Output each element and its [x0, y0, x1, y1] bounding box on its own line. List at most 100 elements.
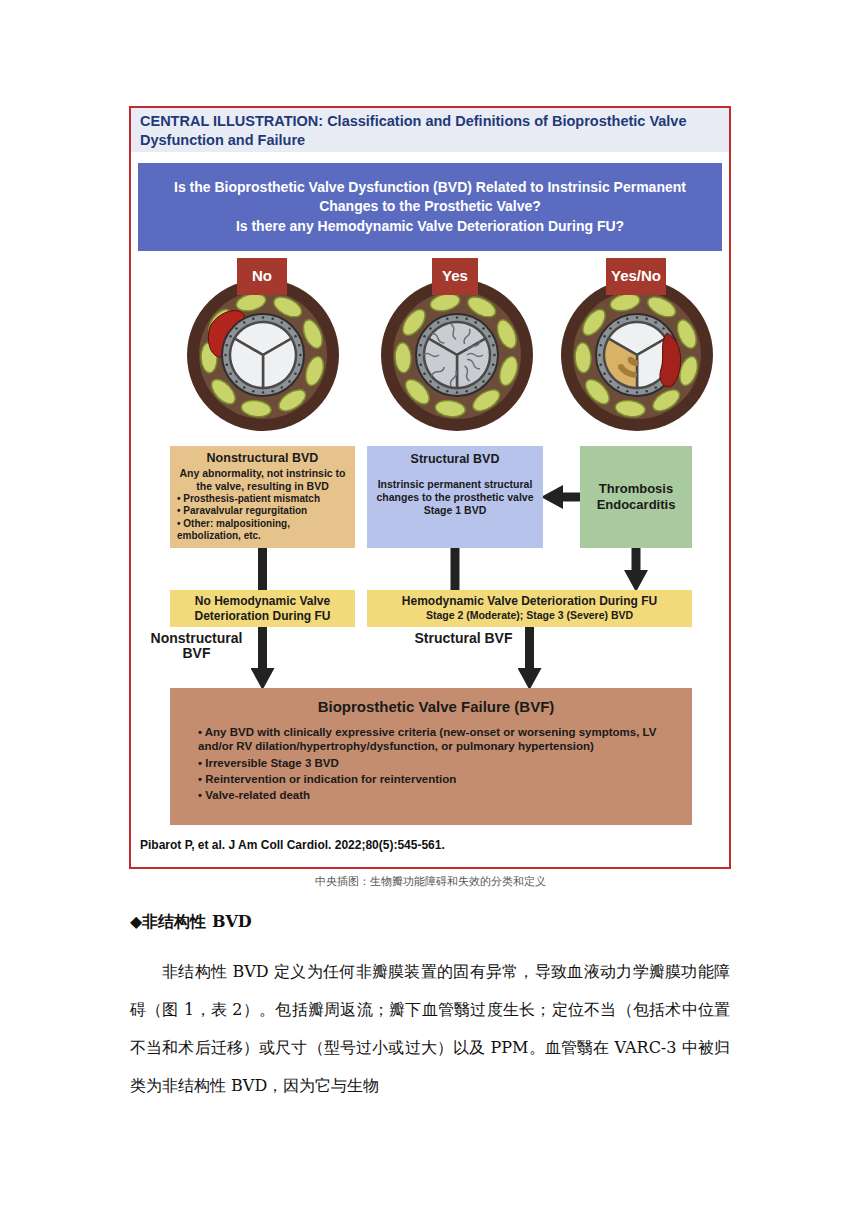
- flow-arrow: [258, 548, 267, 590]
- suture-dot: [645, 317, 648, 320]
- annulus-tissue: [561, 279, 713, 431]
- calcification: [450, 370, 458, 386]
- box-heading: Bioprosthetic Valve Failure (BVF): [198, 698, 674, 717]
- box-heading: Is the Bioprosthetic Valve Dysfunction (…: [154, 178, 706, 216]
- suture-dot: [252, 317, 255, 320]
- suture-dot: [599, 344, 602, 347]
- tissue-blob: [574, 342, 591, 373]
- suture-dot: [437, 386, 440, 389]
- box-text: • Irreversible Stage 3 BVD: [198, 756, 674, 770]
- thrombus: [660, 333, 681, 387]
- suture-dot: [603, 372, 606, 375]
- suture-dot: [224, 354, 227, 357]
- valve-drawing: [187, 279, 339, 431]
- tissue-blob: [614, 399, 646, 419]
- process-box: Nonstructural BVDAny abnormality, not in…: [170, 446, 355, 548]
- suture-dot: [609, 327, 612, 330]
- vegetation: [628, 357, 634, 363]
- suture-dot: [456, 391, 459, 394]
- tissue-blob: [240, 399, 272, 419]
- suture-dot: [299, 354, 302, 357]
- suture-dot: [235, 380, 238, 383]
- process-box: Structural BVDInstrinsic permanent struc…: [367, 446, 543, 548]
- suture-dot: [423, 335, 426, 338]
- tissue-blob: [497, 354, 521, 387]
- process-box: No Hemodynamic Valve Deterioration Durin…: [170, 590, 355, 627]
- calcification: [463, 328, 471, 344]
- suture-dot: [280, 386, 283, 389]
- calcification: [466, 340, 481, 352]
- suture-dot: [262, 391, 265, 394]
- edge-label: Nonstructural BVF: [145, 631, 249, 662]
- suture-dot: [617, 321, 620, 324]
- suture-dot: [598, 354, 601, 357]
- suture-dot: [243, 321, 246, 324]
- tissue-ring: [199, 291, 327, 419]
- suture-dot: [262, 316, 265, 319]
- answer-box: Yes/No: [606, 258, 666, 295]
- box-text: • Valve-related death: [198, 788, 674, 802]
- section-heading: ◆非结构性 BVD: [130, 912, 730, 933]
- calcification: [431, 332, 446, 344]
- annulus-tissue: [381, 279, 533, 431]
- suture-dot: [609, 380, 612, 383]
- suture-dot: [418, 354, 421, 357]
- suture-dot: [419, 344, 422, 347]
- suture-dot: [229, 372, 232, 375]
- suture-dot: [465, 390, 468, 393]
- annulus-tissue: [187, 279, 339, 431]
- vegetation: [628, 358, 634, 364]
- suture-dot: [271, 390, 274, 393]
- flow-arrow: [451, 548, 460, 590]
- process-box: Hemodynamic Valve Deterioration During F…: [367, 590, 692, 627]
- box-text: Instrinsic permanent structural changes …: [375, 478, 535, 517]
- tissue-blob: [394, 342, 411, 373]
- box-text: • Paravalvular regurgitation: [177, 505, 348, 518]
- suture-dot: [429, 380, 432, 383]
- box-text: • Reintervention or indication for reint…: [198, 772, 674, 786]
- calcification: [466, 358, 481, 370]
- valve-drawing: [561, 279, 713, 431]
- suture-dot: [235, 327, 238, 330]
- suture-dot: [225, 363, 228, 366]
- suture-dot: [636, 316, 639, 319]
- suture-dot: [271, 317, 274, 320]
- suture-dot: [492, 344, 495, 347]
- calcification: [467, 354, 483, 357]
- flow-arrow: [258, 627, 267, 668]
- box-text: • Other: malpositioning, embolization, e…: [177, 518, 348, 543]
- suture-dot: [488, 372, 491, 375]
- suture-dot: [492, 363, 495, 366]
- suture-dot: [626, 390, 629, 393]
- suture-dot: [294, 372, 297, 375]
- tissue-ring: [393, 291, 521, 419]
- suture-dot: [645, 390, 648, 393]
- vegetation: [618, 364, 624, 370]
- leaflet: [457, 339, 490, 389]
- leaflet: [604, 339, 637, 389]
- suture-dot: [225, 344, 228, 347]
- sewing-ring: [416, 314, 498, 396]
- suture-dot: [423, 372, 426, 375]
- sewing-ring: [222, 314, 304, 396]
- box-heading: Nonstructural BVD: [177, 451, 348, 467]
- suture-dot: [298, 363, 301, 366]
- box-text: Stage 2 (Moderate); Stage 3 (Severe) BVD: [373, 609, 686, 622]
- box-heading: Hemodynamic Valve Deterioration During F…: [373, 594, 686, 609]
- figure-caption: 中央插图：生物瓣功能障碍和失效的分类和定义: [130, 874, 730, 889]
- body-paragraph: 非结构性 BVD 定义为任何非瓣膜装置的固有异常，导致血液动力学瓣膜功能障碍（图…: [130, 953, 730, 1105]
- suture-dot: [636, 391, 639, 394]
- valve-illustrations: [187, 279, 713, 431]
- figure-title: CENTRAL ILLUSTRATION: Classification and…: [140, 112, 724, 150]
- edge-label: Structural BVF: [412, 631, 516, 646]
- calcification: [431, 366, 446, 378]
- suture-dot: [474, 321, 477, 324]
- flow-arrow: [563, 493, 580, 502]
- suture-dot: [654, 386, 657, 389]
- suture-dot: [488, 335, 491, 338]
- answer-box: Yes: [432, 258, 478, 295]
- suture-dot: [482, 327, 485, 330]
- suture-dot: [280, 321, 283, 324]
- suture-dot: [603, 335, 606, 338]
